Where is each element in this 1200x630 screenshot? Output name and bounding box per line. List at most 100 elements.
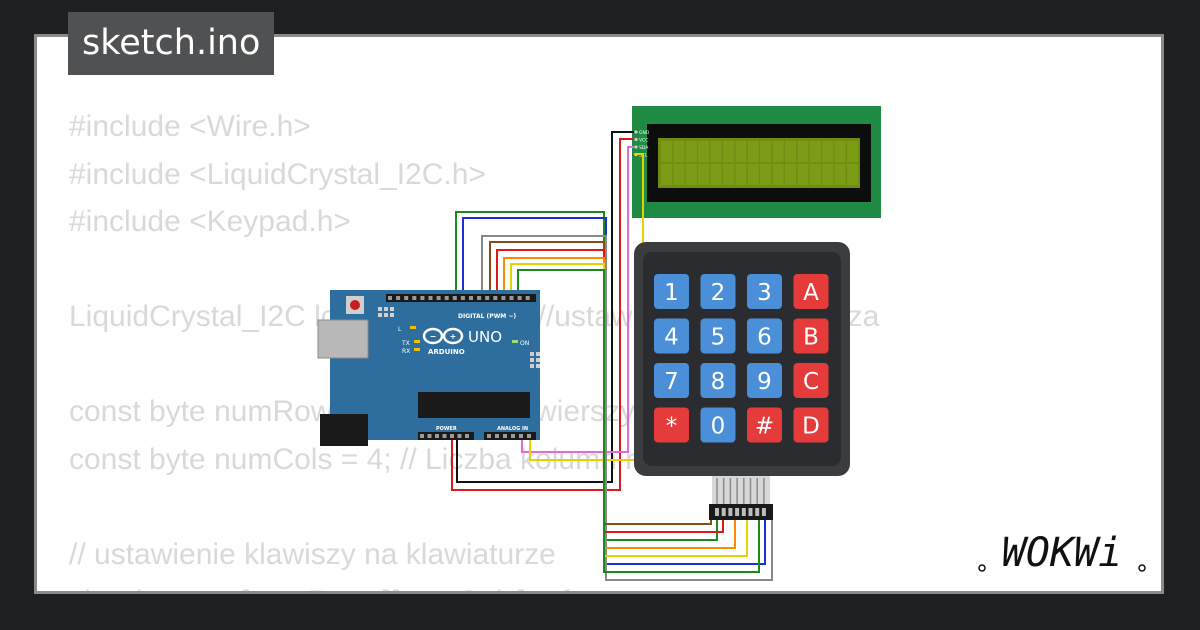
keypad-key-label: 2 — [711, 280, 726, 306]
code-line: // ustawienie klawiszy na klawiaturze — [69, 537, 556, 571]
connector-pin[interactable] — [715, 508, 719, 516]
keypad-key-2[interactable] — [700, 274, 736, 309]
lcd-cell — [822, 141, 834, 162]
analog-pin[interactable] — [495, 434, 499, 438]
lcd-cell — [822, 164, 834, 185]
lcd-cell — [710, 141, 722, 162]
digital-pin[interactable] — [517, 296, 522, 300]
analog-pin[interactable] — [527, 434, 531, 438]
keypad-key-3[interactable] — [747, 274, 782, 309]
lcd-cell — [809, 164, 821, 185]
digital-pin[interactable] — [452, 296, 457, 300]
arduino-logo: − + — [422, 327, 464, 345]
keypad-key-4[interactable] — [654, 318, 689, 354]
file-tab[interactable]: sketch.ino — [68, 12, 275, 75]
digital-pin[interactable] — [420, 296, 425, 300]
keypad-key-label: 7 — [664, 369, 679, 395]
keypad-key-c[interactable] — [793, 363, 829, 398]
connector-pin[interactable] — [755, 508, 760, 516]
keypad-key-label: 4 — [664, 325, 679, 351]
keypad-key-label: 3 — [757, 280, 772, 306]
connector-pin[interactable] — [735, 508, 740, 516]
code-line: #include <Keypad.h> — [69, 205, 351, 238]
digital-pin[interactable] — [485, 296, 490, 300]
digital-pin[interactable] — [525, 296, 530, 300]
connector-pin[interactable] — [721, 508, 726, 516]
power-pin[interactable] — [450, 434, 454, 438]
digital-pin[interactable] — [477, 296, 482, 300]
keypad-key-5[interactable] — [700, 318, 736, 354]
keypad-key-star[interactable] — [654, 407, 689, 443]
lcd-pin[interactable] — [634, 137, 638, 142]
analog-pin[interactable] — [503, 434, 507, 438]
led-on-label: ON — [520, 340, 529, 347]
keypad-key-6[interactable] — [747, 318, 782, 354]
keypad-key-a[interactable] — [793, 274, 829, 309]
digital-pin[interactable] — [501, 296, 506, 300]
keypad-key-d[interactable] — [793, 407, 829, 443]
analog-pin[interactable] — [487, 434, 491, 438]
lcd-cell — [661, 164, 672, 185]
connector-pin[interactable] — [761, 508, 766, 516]
keypad-key-9[interactable] — [747, 363, 782, 398]
lcd-cell — [760, 164, 772, 185]
usb-port — [317, 319, 369, 359]
board-brand: ARDUINO — [428, 348, 465, 356]
lcd-cell — [698, 164, 710, 185]
connector-pin[interactable] — [748, 508, 753, 516]
keypad-key-7[interactable] — [654, 363, 689, 398]
digital-pin[interactable] — [436, 296, 441, 300]
digital-pin[interactable] — [404, 296, 409, 300]
connector-pin[interactable] — [741, 508, 746, 516]
keypad-key-label: 1 — [664, 280, 679, 306]
keypad-key-hash[interactable] — [747, 407, 782, 443]
power-pin[interactable] — [457, 434, 462, 438]
led-tx — [414, 340, 420, 343]
led-on — [512, 340, 518, 343]
analog-header — [484, 432, 536, 440]
wokwi-logo[interactable]: WOKWi — [972, 524, 1152, 582]
keypad-key-label: 5 — [711, 325, 726, 351]
power-pin[interactable] — [420, 434, 424, 438]
keypad-key-0[interactable] — [700, 407, 736, 443]
digital-pin[interactable] — [388, 296, 392, 300]
lcd-cell — [685, 141, 697, 162]
lcd-pin[interactable] — [634, 130, 638, 134]
connector-pin[interactable] — [728, 508, 733, 516]
analog-pin[interactable] — [511, 434, 515, 438]
led-l — [410, 326, 416, 329]
power-pin[interactable] — [442, 434, 447, 438]
power-pin[interactable] — [465, 434, 469, 438]
atmega-chip — [418, 392, 530, 418]
keypad-key-label: B — [803, 325, 819, 351]
board-model: UNO — [468, 328, 502, 346]
lcd-pin[interactable] — [634, 145, 638, 149]
lcd-cell — [797, 141, 809, 162]
digital-pin[interactable] — [509, 296, 514, 300]
power-pin[interactable] — [427, 434, 432, 438]
analog-pin[interactable] — [519, 434, 523, 438]
lcd-cell — [834, 141, 846, 162]
led-tx-label: TX — [401, 340, 410, 347]
keypad-face — [643, 252, 841, 466]
digital-pin[interactable] — [444, 296, 449, 300]
digital-pin[interactable] — [396, 296, 401, 300]
digital-pin[interactable] — [412, 296, 417, 300]
led-rx — [414, 348, 420, 351]
digital-pin[interactable] — [460, 296, 465, 300]
keypad-key-1[interactable] — [654, 274, 689, 309]
keypad-key-b[interactable] — [793, 318, 829, 354]
digital-pin[interactable] — [493, 296, 498, 300]
digital-pin[interactable] — [469, 296, 473, 300]
wire-vcc — [451, 138, 634, 491]
power-pin[interactable] — [435, 434, 439, 438]
wire-keypad-c2 — [481, 235, 773, 581]
arduino-uno-board[interactable]: DIGITAL (PWM ~) − + UNO ARDUINO L TX RX … — [317, 290, 540, 446]
keypad-key-8[interactable] — [700, 363, 736, 398]
digital-pin[interactable] — [428, 296, 433, 300]
keypad-ribbon-traces — [716, 478, 765, 504]
